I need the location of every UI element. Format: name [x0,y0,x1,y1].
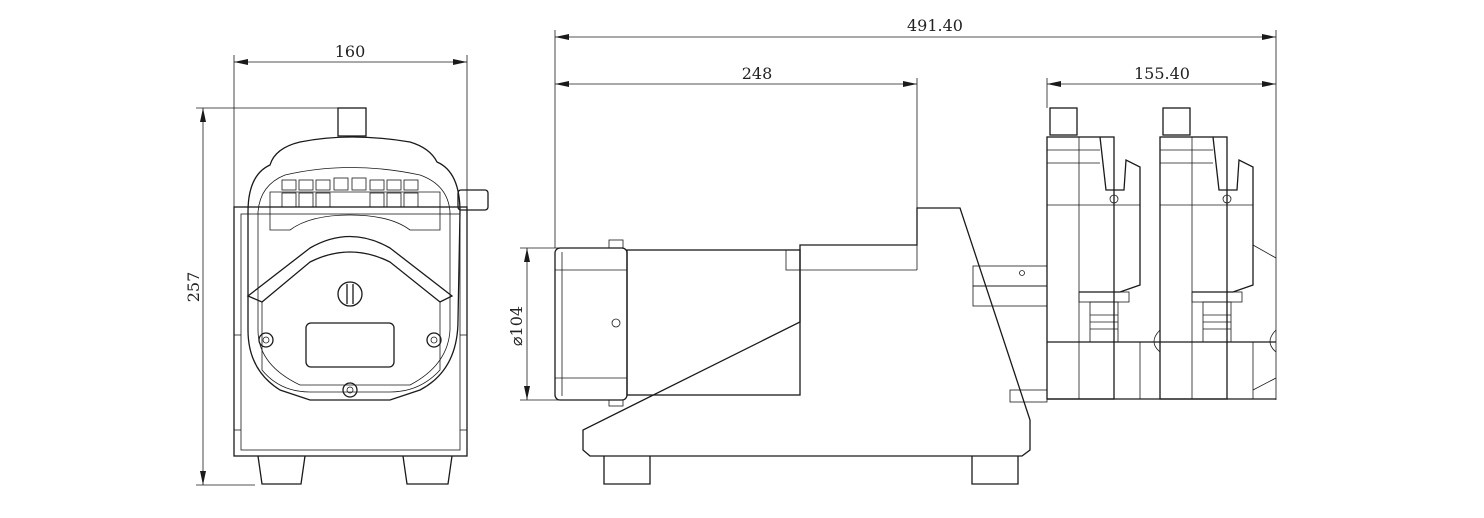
dimension-total-length: 491.40 [554,16,1277,400]
center-knob-icon [337,281,363,307]
dimension-label-heads: 155.40 [1134,64,1190,83]
dimension-width-160: 160 [233,42,468,207]
top-knob [337,107,367,137]
dimension-label-height: 257 [184,272,203,303]
label-plate [305,322,395,368]
dimension-motor-diameter: ⌀104 [507,247,560,401]
dimension-label-total: 491.40 [907,16,963,35]
pump-head-front [246,107,489,401]
pump-head-1 [1046,107,1161,400]
dimension-label-diameter: ⌀104 [507,306,526,346]
tube-grid [281,177,419,208]
motor [554,239,801,407]
side-lever [457,189,489,211]
dimension-pump-heads: 155.40 [1046,64,1276,108]
dimension-label-width: 160 [335,42,366,61]
foot-left [257,455,306,485]
dimension-height-257: 257 [184,107,338,486]
pump-head-2 [1047,107,1277,400]
drive-base [582,207,1048,485]
dimension-label-drive: 248 [742,64,773,83]
foot-right [402,455,453,485]
pump-front-body [233,206,468,485]
side-view: 491.40 248 155.40 ⌀104 [507,16,1277,485]
front-view: 160 257 [184,42,489,486]
dimension-drive-length: 248 [555,64,918,208]
